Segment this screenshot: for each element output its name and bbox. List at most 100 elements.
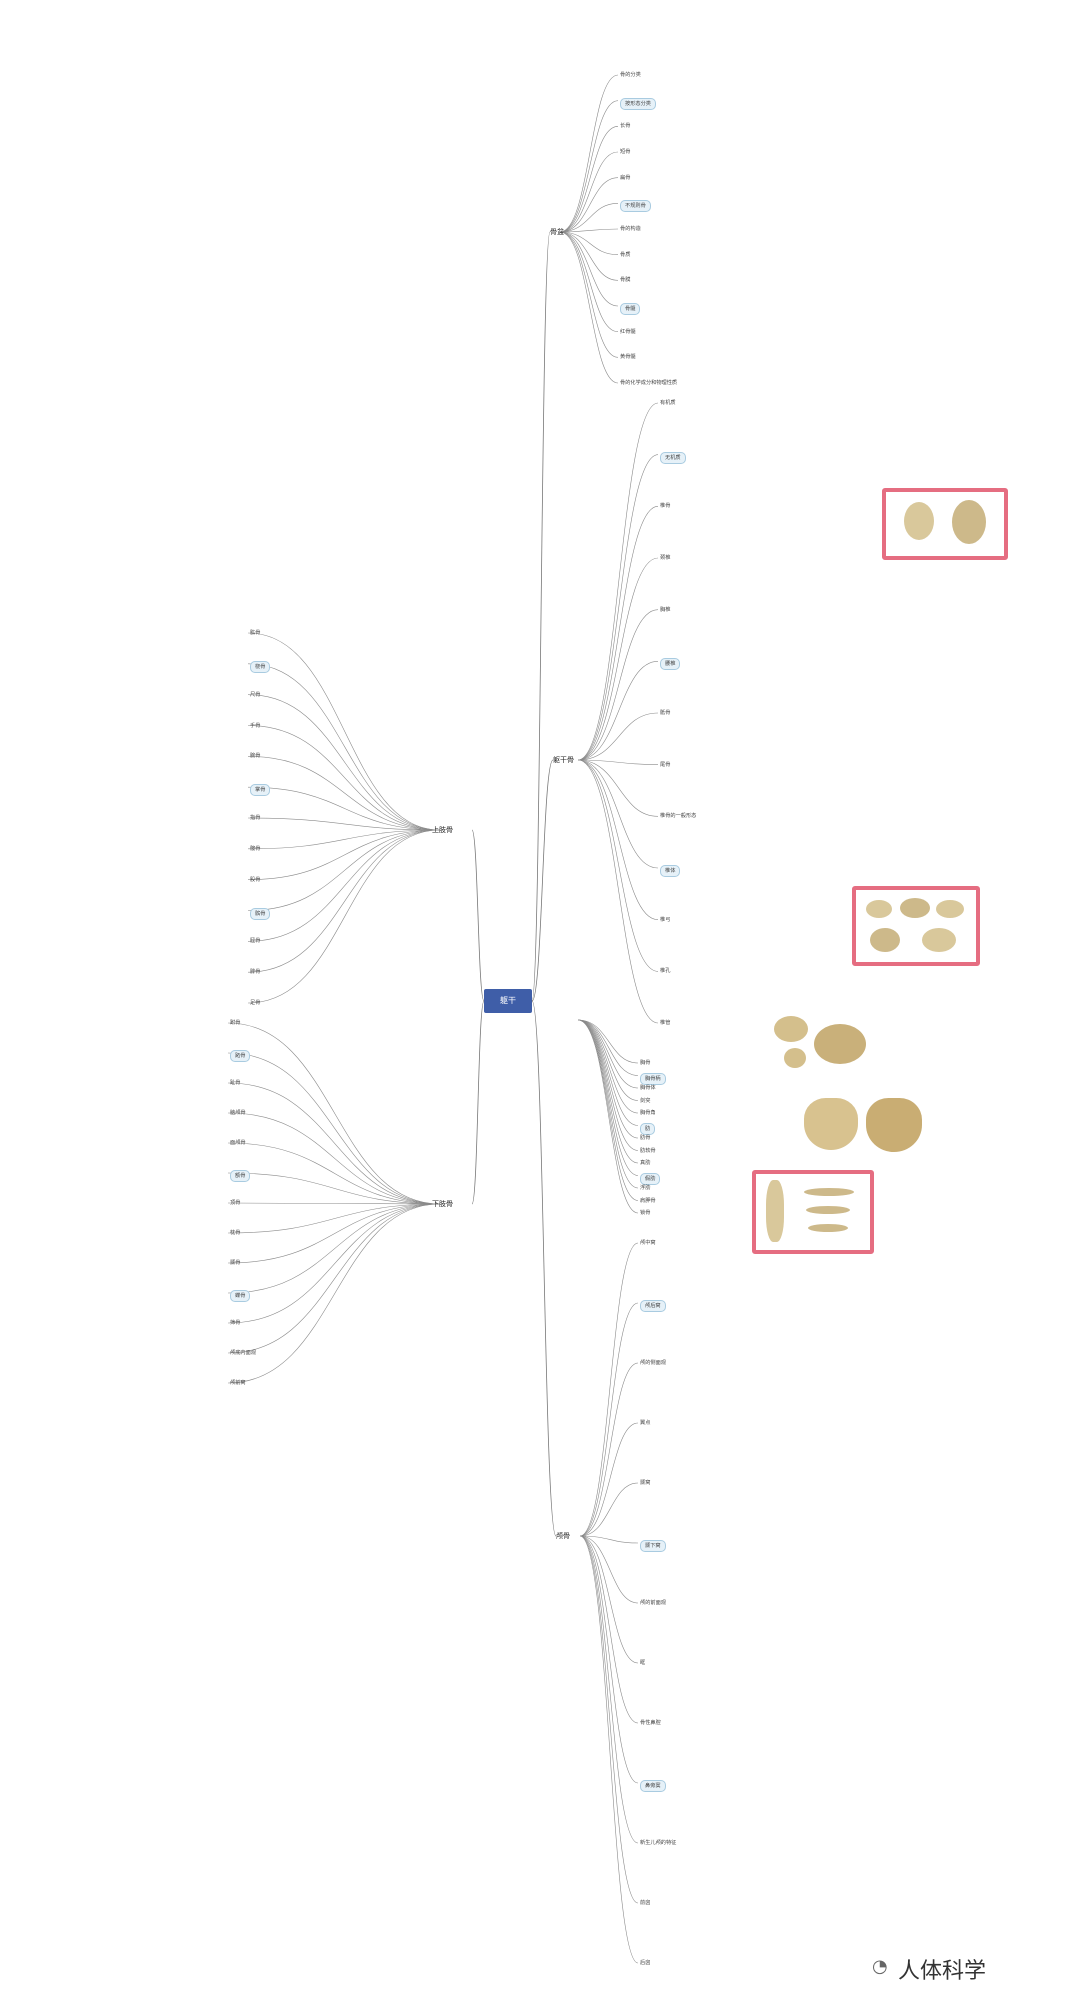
leaf-node[interactable]: 椎孔 <box>660 968 671 974</box>
branch-node[interactable]: 上肢骨 <box>432 826 453 834</box>
connector-line <box>577 609 659 761</box>
leaf-node[interactable]: 肋骨 <box>640 1135 651 1141</box>
leaf-node[interactable]: 掌骨 <box>250 784 271 797</box>
leaf-node[interactable]: 顶骨 <box>230 1200 241 1206</box>
leaf-node[interactable]: 面颅骨 <box>230 1140 246 1146</box>
root-node[interactable]: 躯干 <box>484 989 532 1013</box>
leaf-node[interactable]: 骨膜 <box>620 277 631 283</box>
leaf-node[interactable]: 骨的化学成分和物理性质 <box>620 380 678 386</box>
leaf-node[interactable]: 额骨 <box>230 1170 251 1183</box>
connector-line <box>579 1482 639 1537</box>
leaf-node[interactable]: 浮肋 <box>640 1185 651 1191</box>
leaf-node[interactable]: 枕骨 <box>230 1230 241 1236</box>
leaf-node[interactable]: 眶 <box>640 1660 646 1666</box>
leaf-node[interactable]: 骨髓 <box>620 303 641 316</box>
connector-line <box>577 759 659 920</box>
leaf-node[interactable]: 骨的构造 <box>620 226 641 232</box>
leaf-node[interactable]: 蝶骨 <box>230 1290 251 1303</box>
leaf-node[interactable]: 骶骨 <box>660 710 671 716</box>
leaf-node[interactable]: 真肋 <box>640 1160 651 1166</box>
leaf-node[interactable]: 胸骨体 <box>640 1085 656 1091</box>
leaf-node[interactable]: 扁骨 <box>620 175 631 181</box>
leaf-node[interactable]: 黄骨髓 <box>620 354 636 360</box>
leaf-node[interactable]: 颈椎 <box>660 555 671 561</box>
leaf-node[interactable]: 颞骨 <box>230 1260 241 1266</box>
leaf-node[interactable]: 趾骨 <box>230 1080 241 1086</box>
leaf-node[interactable]: 颞下窝 <box>640 1540 666 1553</box>
connector-line <box>577 759 659 817</box>
leaf-node[interactable]: 长骨 <box>620 123 631 129</box>
leaf-node[interactable]: 锁骨 <box>640 1210 651 1216</box>
leaf-node[interactable]: 股骨 <box>250 877 261 883</box>
branch-node[interactable]: 下肢骨 <box>432 1200 453 1208</box>
leaf-node[interactable]: 颅前窝 <box>230 1380 246 1386</box>
watermark: 人体科学 <box>898 1959 987 1984</box>
leaf-node[interactable]: 无机质 <box>660 452 686 465</box>
connector-line <box>579 1535 639 1604</box>
connector-line <box>227 1203 441 1354</box>
trunk-line <box>531 1000 557 1537</box>
leaf-node[interactable]: 颅中窝 <box>640 1240 656 1246</box>
connector-line <box>579 1535 639 1904</box>
leaf-node[interactable]: 翼点 <box>640 1420 651 1426</box>
leaf-node[interactable]: 肋软骨 <box>640 1148 656 1154</box>
connector-line <box>577 1019 639 1076</box>
leaf-node[interactable]: 肩胛骨 <box>640 1198 656 1204</box>
leaf-node[interactable]: 椎骨的一般形态 <box>660 813 697 819</box>
leaf-node[interactable]: 跖骨 <box>230 1050 251 1063</box>
leaf-node[interactable]: 椎体 <box>660 865 681 878</box>
leaf-node[interactable]: 胸骨角 <box>640 1110 656 1116</box>
leaf-node[interactable]: 短骨 <box>620 149 631 155</box>
leaf-node[interactable]: 胫骨 <box>250 938 261 944</box>
leaf-node[interactable]: 骨的分类 <box>620 72 641 78</box>
leaf-node[interactable]: 鼻旁窦 <box>640 1780 666 1793</box>
connector-line <box>227 1112 441 1205</box>
connector-line <box>247 829 441 880</box>
leaf-node[interactable]: 髋骨 <box>250 846 261 852</box>
leaf-node[interactable]: 胸骨 <box>640 1060 651 1066</box>
leaf-node[interactable]: 颅后窝 <box>640 1300 666 1313</box>
leaf-node[interactable]: 腕骨 <box>250 753 261 759</box>
branch-node[interactable]: 躯干骨 <box>553 756 574 764</box>
leaf-node[interactable]: 足骨 <box>250 1000 261 1006</box>
leaf-node[interactable]: 胸椎 <box>660 607 671 613</box>
leaf-node[interactable]: 颞窝 <box>640 1480 651 1486</box>
leaf-node[interactable]: 腰椎 <box>660 658 681 671</box>
leaf-node[interactable]: 肱骨 <box>250 630 261 636</box>
leaf-node[interactable]: 按形态分类 <box>620 98 656 111</box>
leaf-node[interactable]: 手骨 <box>250 723 261 729</box>
branch-node[interactable]: 颅骨 <box>556 1532 570 1540</box>
leaf-node[interactable]: 髌骨 <box>250 908 271 921</box>
leaf-node[interactable]: 前囟 <box>640 1900 651 1906</box>
branch-node[interactable]: 骨盆 <box>550 228 564 236</box>
leaf-node[interactable]: 剑突 <box>640 1098 651 1104</box>
leaf-node[interactable]: 椎骨 <box>660 503 671 509</box>
connector-line <box>577 1019 639 1189</box>
leaf-node[interactable]: 颅底内面观 <box>230 1350 256 1356</box>
leaf-node[interactable]: 有机质 <box>660 400 676 406</box>
connector-line <box>559 231 619 358</box>
leaf-node[interactable]: 肋 <box>640 1123 656 1136</box>
leaf-node[interactable]: 不规则骨 <box>620 200 651 213</box>
leaf-node[interactable]: 颅的前面观 <box>640 1600 666 1606</box>
leaf-node[interactable]: 假肋 <box>640 1173 661 1186</box>
connector-line <box>227 1082 441 1205</box>
leaf-node[interactable]: 脑颅骨 <box>230 1110 246 1116</box>
leaf-node[interactable]: 筛骨 <box>230 1320 241 1326</box>
leaf-node[interactable]: 尺骨 <box>250 692 261 698</box>
leaf-node[interactable]: 指骨 <box>250 815 261 821</box>
leaf-node[interactable]: 后囟 <box>640 1960 651 1966</box>
leaf-node[interactable]: 新生儿颅的特征 <box>640 1840 677 1846</box>
leaf-node[interactable]: 跗骨 <box>230 1020 241 1026</box>
leaf-node[interactable]: 颅的侧面观 <box>640 1360 666 1366</box>
leaf-node[interactable]: 骨质 <box>620 252 631 258</box>
leaf-node[interactable]: 腓骨 <box>250 969 261 975</box>
leaf-node[interactable]: 椎管 <box>660 1020 671 1026</box>
leaf-node[interactable]: 椎弓 <box>660 917 671 923</box>
leaf-node[interactable]: 骨性鼻腔 <box>640 1720 661 1726</box>
leaf-node[interactable]: 胸骨柄 <box>640 1073 666 1086</box>
leaf-node[interactable]: 桡骨 <box>250 661 271 674</box>
leaf-node[interactable]: 尾骨 <box>660 762 671 768</box>
leaf-node[interactable]: 红骨髓 <box>620 329 636 335</box>
